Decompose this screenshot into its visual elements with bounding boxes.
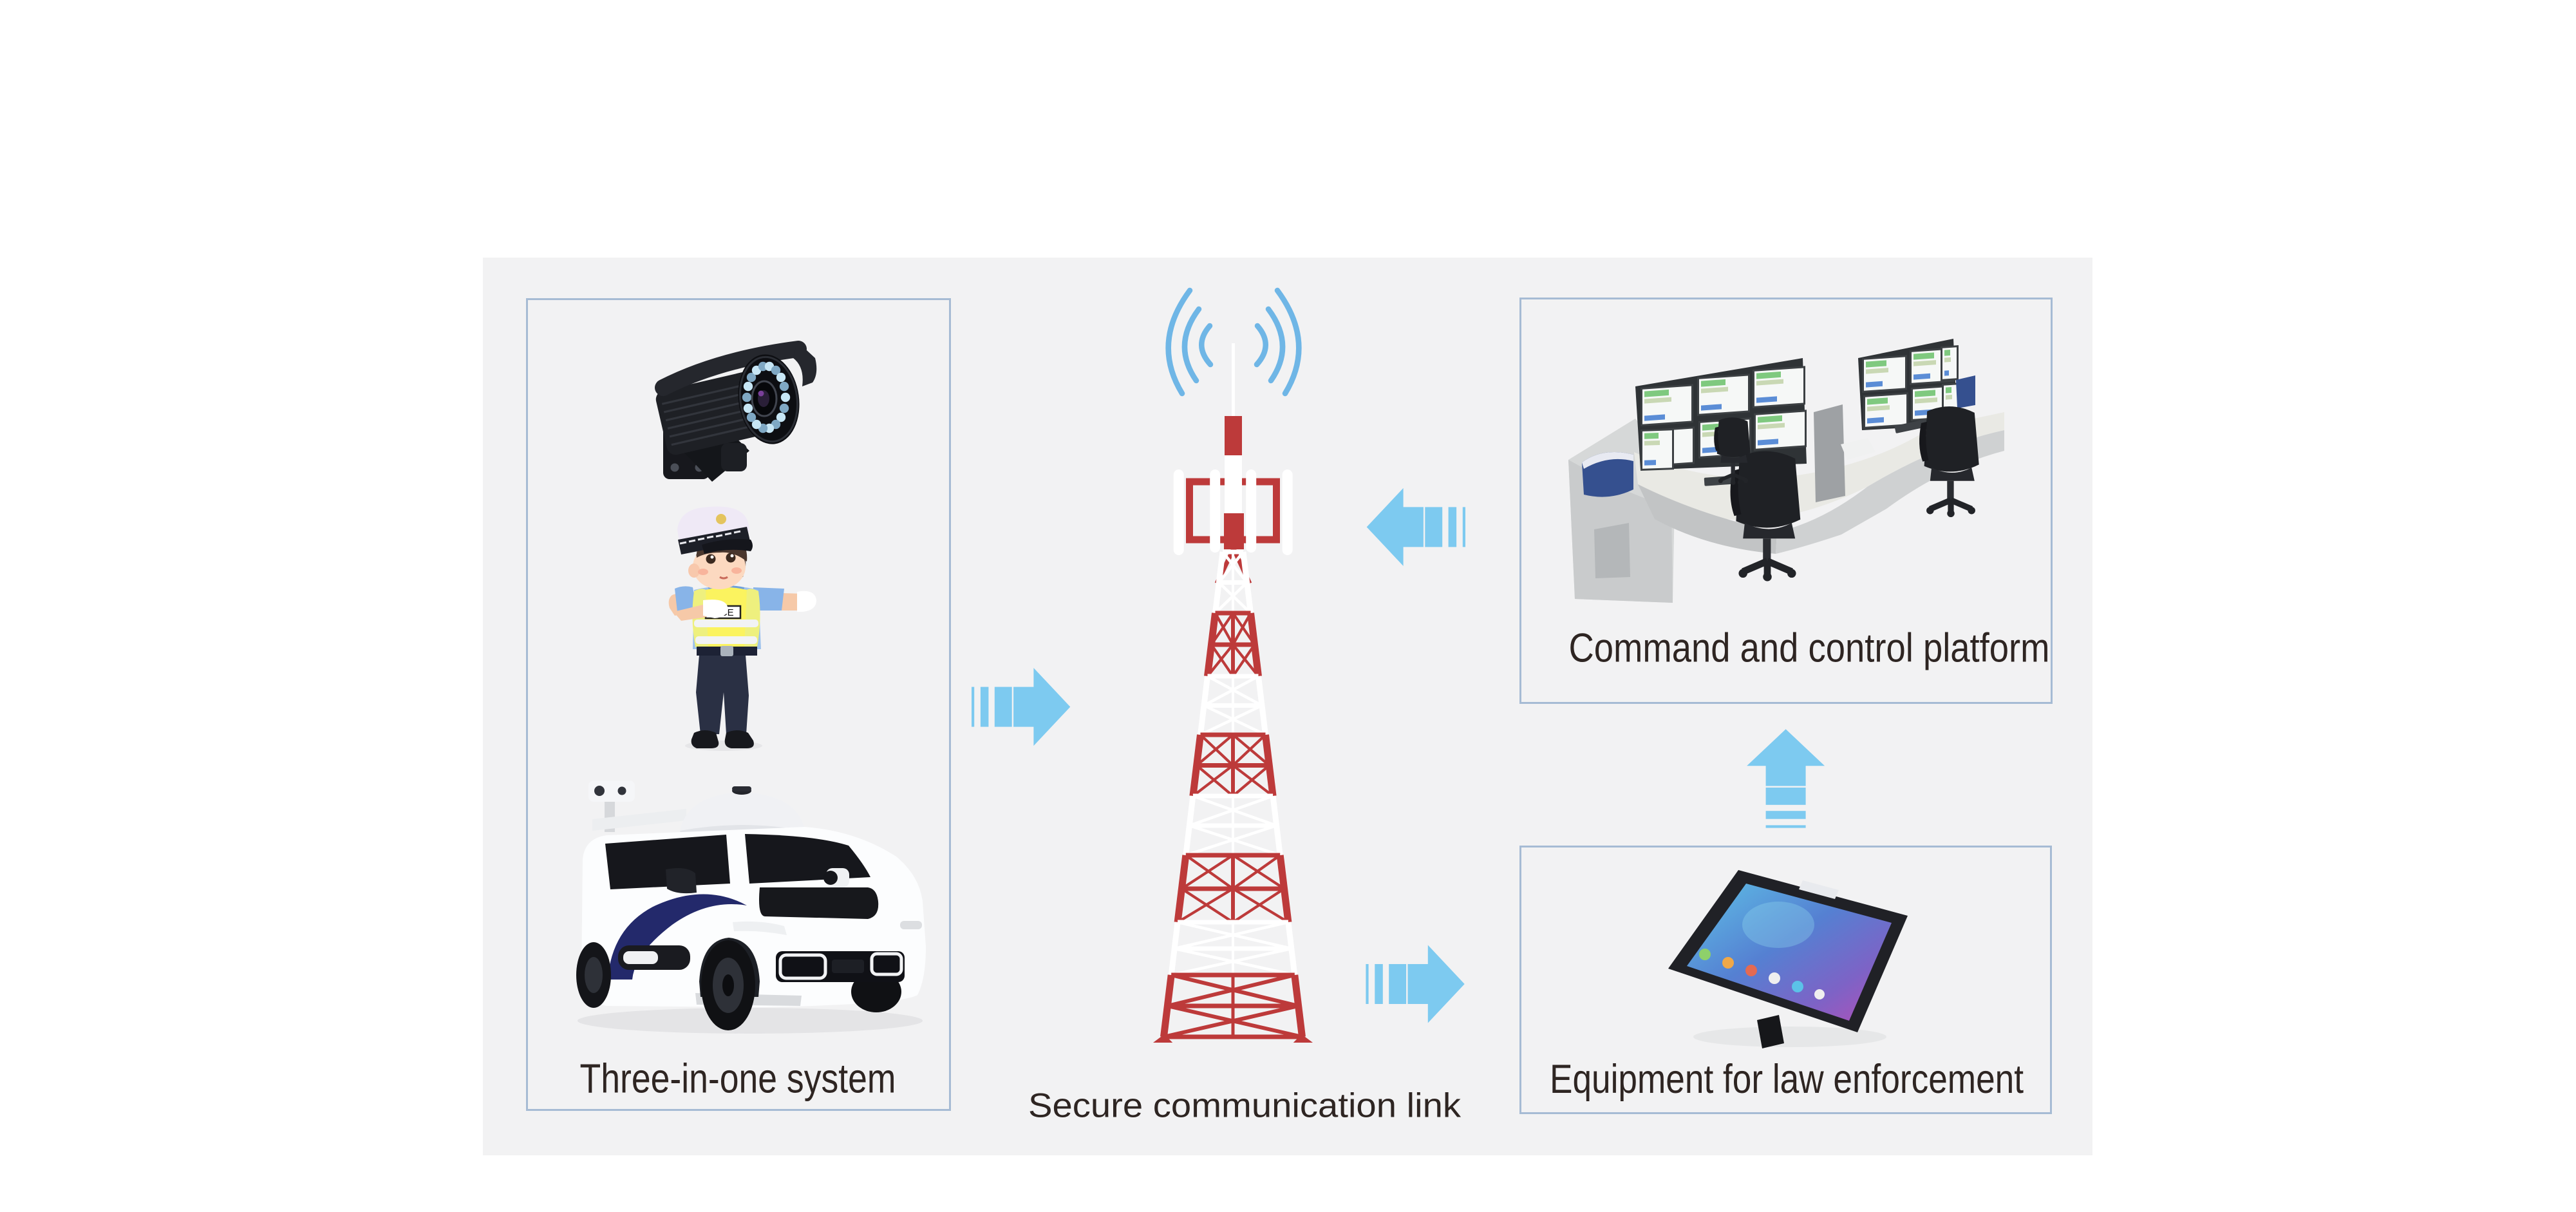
- svg-text:Equipment for law enforcement: Equipment for law enforcement: [1550, 1057, 2024, 1102]
- svg-text:Three-in-one system: Three-in-one system: [580, 1056, 896, 1102]
- svg-text:Command and control platform: Command and control platform: [1569, 626, 2050, 671]
- svg-text:Secure communication link: Secure communication link: [1028, 1087, 1462, 1125]
